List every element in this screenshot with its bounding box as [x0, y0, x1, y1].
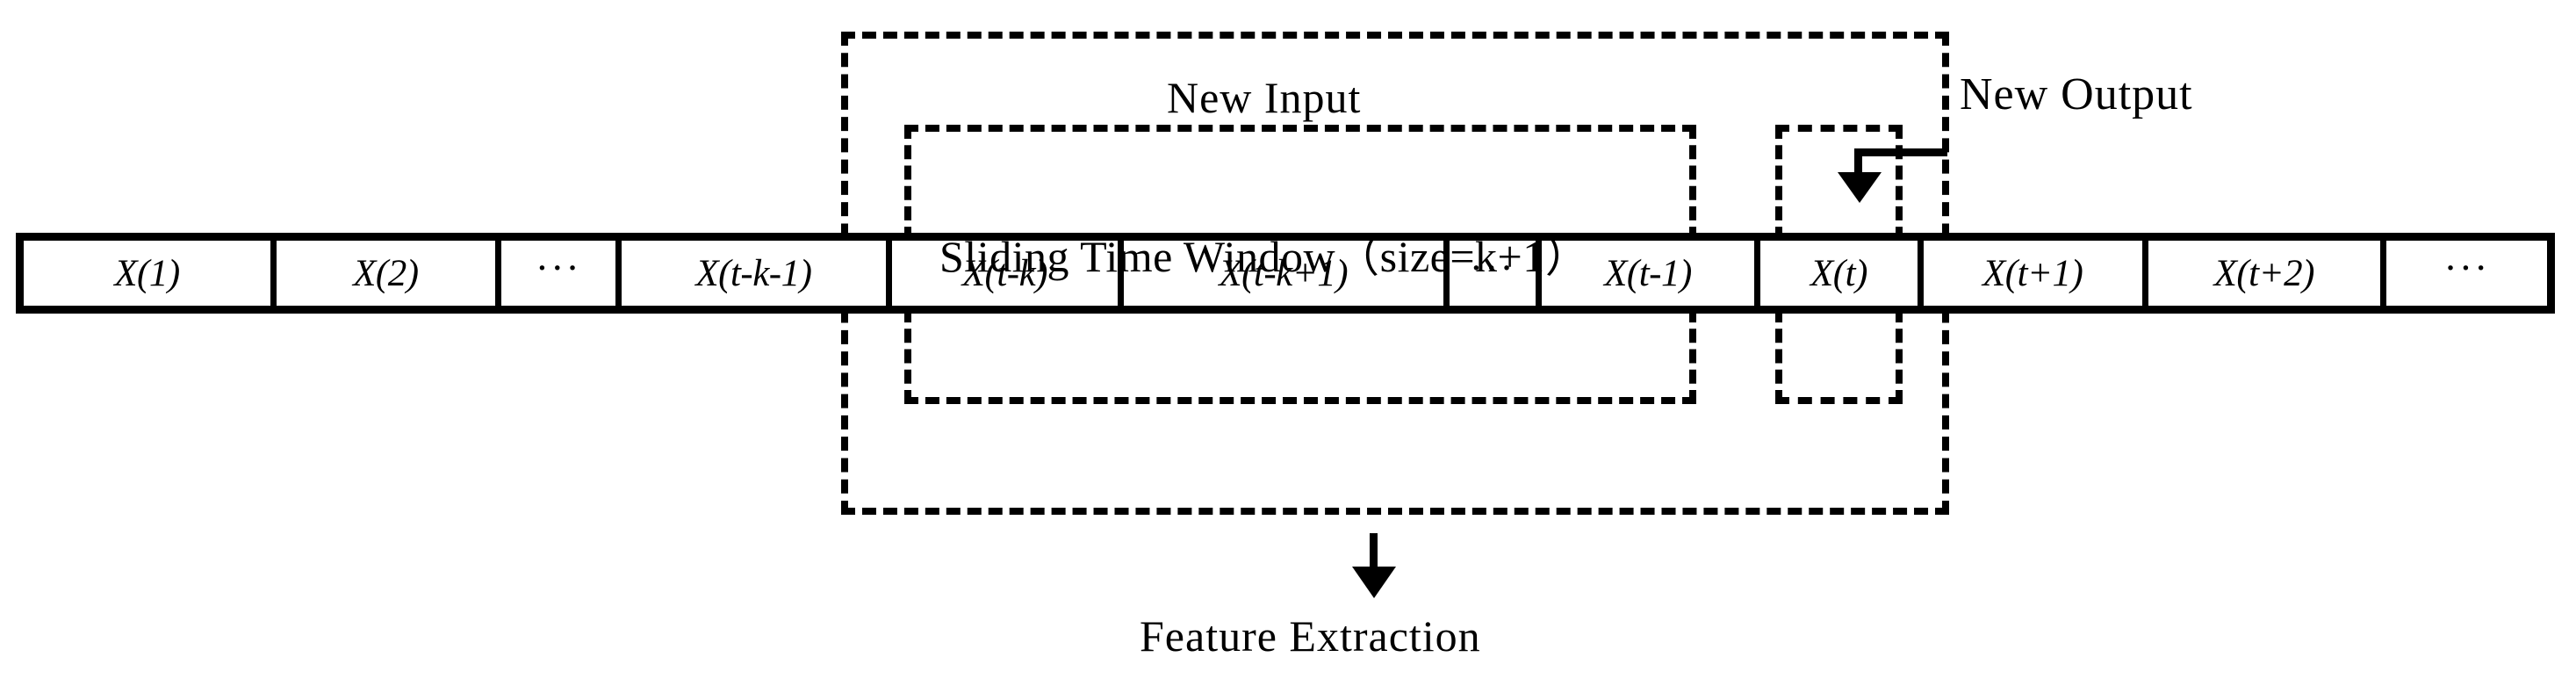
sliding-time-window-label: Sliding Time Window（size=k+1）	[939, 232, 1590, 281]
timeline-cell-ellipsis: ···	[2443, 244, 2490, 290]
timeline-cell: X(t-k-1)	[622, 241, 893, 306]
timeline-cell: X(t)	[1760, 241, 1924, 306]
timeline-cell: X(t-k)	[892, 241, 1124, 306]
timeline-cell: X(t-1)	[1542, 241, 1761, 306]
timeline-cell: X(t+2)	[2148, 241, 2386, 306]
new-output-leader-elbow	[1854, 148, 1862, 185]
new-output-leader-line	[1854, 148, 1947, 156]
timeline-strip: X(1)X(2)···X(t-k-1)X(t-k)X(t-k+1)···X(t-…	[16, 233, 2555, 314]
timeline-cell-ellipsis: ···	[501, 241, 622, 306]
timeline-cell-ellipsis: ···	[1450, 241, 1542, 306]
feature-extraction-arrow-icon	[1352, 567, 1396, 598]
feature-extraction-label: Feature Extraction	[1140, 611, 1481, 661]
timeline-cell: X(1)	[24, 241, 277, 306]
timeline-cell: X(2)	[277, 241, 501, 306]
feature-extraction-arrow-shaft	[1370, 533, 1378, 575]
timeline-cell: X(t+1)	[1924, 241, 2148, 306]
new-output-arrow-icon	[1838, 172, 1882, 203]
new-input-label: New Input	[1167, 73, 1362, 122]
timeline-cell: X(t-k+1)	[1124, 241, 1450, 306]
new-output-label: New Output	[1960, 69, 2193, 119]
